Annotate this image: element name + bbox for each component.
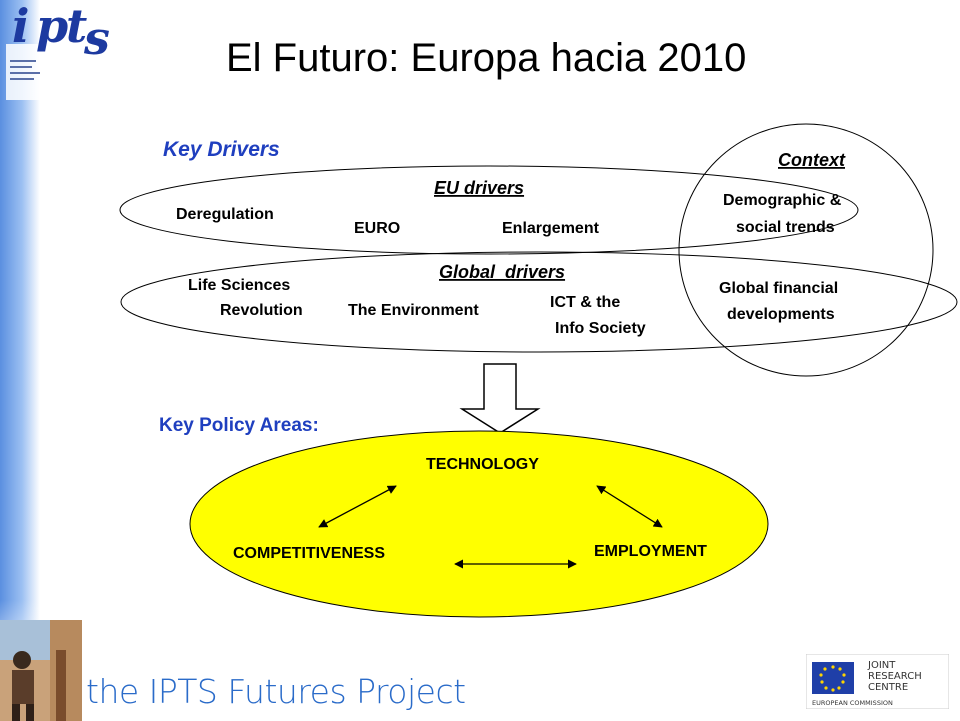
demographic-line2: social trends bbox=[736, 219, 835, 236]
key-drivers-label: Key Drivers bbox=[163, 138, 280, 161]
context-heading: Context bbox=[778, 150, 846, 170]
financial-line2: developments bbox=[727, 306, 835, 323]
jrc-line-2: RESEARCH bbox=[868, 671, 922, 682]
jrc-line-1: JOINT bbox=[867, 660, 896, 671]
footer-project-text: the IPTS Futures Project bbox=[86, 672, 466, 711]
arrow-technology-competitiveness bbox=[318, 485, 397, 528]
euro-label: EURO bbox=[354, 220, 400, 237]
enlargement-label: Enlargement bbox=[502, 220, 600, 237]
svg-text:s: s bbox=[83, 11, 110, 65]
down-arrow-icon bbox=[459, 363, 541, 434]
jrc-line-4: EUROPEAN COMMISSION bbox=[812, 699, 893, 707]
footer-photo-image bbox=[0, 620, 82, 721]
environment-label: The Environment bbox=[348, 302, 479, 319]
svg-text:t: t bbox=[66, 2, 87, 53]
arrow-technology-employment bbox=[596, 485, 663, 528]
life-sciences-line1: Life Sciences bbox=[188, 277, 290, 294]
technology-label: TECHNOLOGY bbox=[426, 456, 539, 473]
jrc-line-3: CENTRE bbox=[868, 682, 908, 693]
ipts-logo: i p t s bbox=[6, 2, 110, 100]
life-sciences-line2: Revolution bbox=[220, 302, 303, 319]
jrc-logo: JOINT RESEARCH CENTRE EUROPEAN COMMISSIO… bbox=[806, 654, 949, 709]
competitiveness-label: COMPETITIVENESS bbox=[233, 545, 385, 562]
employment-label: EMPLOYMENT bbox=[594, 543, 707, 560]
global-drivers-ellipse bbox=[120, 251, 958, 353]
svg-text:i: i bbox=[12, 2, 29, 53]
deregulation-label: Deregulation bbox=[176, 206, 274, 223]
context-circle bbox=[678, 123, 934, 377]
eu-drivers-heading: EU drivers bbox=[434, 178, 524, 198]
demographic-line1: Demographic & bbox=[723, 192, 842, 209]
financial-line1: Global financial bbox=[719, 280, 838, 297]
ict-line2: Info Society bbox=[555, 320, 646, 337]
svg-text:p: p bbox=[36, 2, 68, 53]
policy-ellipse bbox=[189, 430, 769, 618]
ict-line1: ICT & the bbox=[550, 294, 620, 311]
eu-drivers-ellipse bbox=[119, 165, 859, 255]
page-title: El Futuro: Europa hacia 2010 bbox=[226, 36, 747, 80]
key-policy-label: Key Policy Areas: bbox=[159, 415, 319, 436]
global-drivers-heading: Global drivers bbox=[439, 262, 565, 282]
